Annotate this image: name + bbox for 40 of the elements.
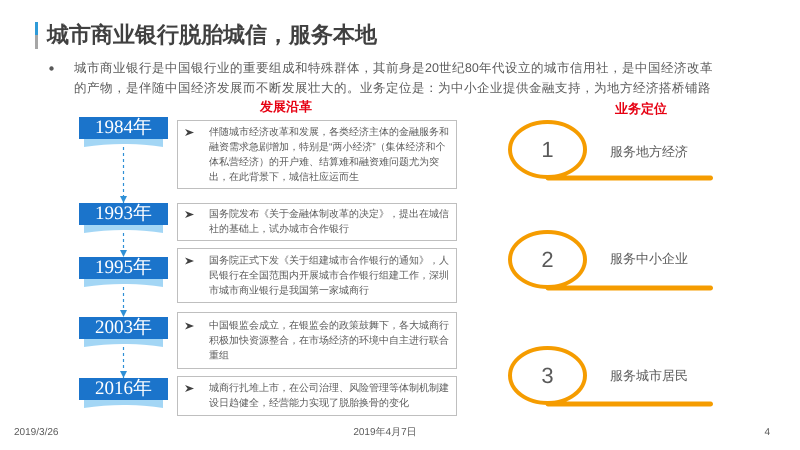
- description-text: 伴随城市经济改革和发展，各类经济主体的金融服务和融资需求急剧增加，特别是“两小经济”（集体经济和个体私营经济）的开户难、结算难和融资难问题尤为突出，在此背景下，城信社应运而生: [209, 126, 450, 184]
- year-text: 2016年: [94, 378, 153, 400]
- section-heading: 业务定位: [614, 100, 668, 118]
- year-text: 1995年: [94, 257, 153, 279]
- description-box: [177, 120, 457, 189]
- description-box: [177, 376, 457, 416]
- year-banner: [79, 117, 168, 147]
- year-banner: [79, 317, 168, 347]
- year-text: 1993年: [94, 203, 153, 225]
- description-text: 中国银监会成立，在银监会的政策鼓舞下，各大城商行积极加快资源整合，在市场经济的环境中自主进行联合重组: [209, 319, 450, 363]
- circle-number: 3: [541, 364, 554, 388]
- description-box: [177, 312, 457, 369]
- number-circle: [508, 346, 587, 405]
- slide-title: 城市商业银行脱胎城信，服务本地: [47, 21, 377, 49]
- description-text: 国务院发布《关于金融体制改革的决定》，提出在城信社的基础上，试办城市合作银行: [209, 208, 450, 237]
- dashed-arrow: [120, 147, 127, 203]
- description-box: [177, 248, 457, 303]
- page-number: 4: [763, 426, 770, 440]
- description-box: [177, 203, 457, 241]
- year-banner: [79, 378, 168, 408]
- footer-date: 2019/3/26: [14, 426, 60, 440]
- number-circle: [508, 230, 587, 289]
- dashed-arrow: [120, 347, 127, 378]
- number-circle: [508, 120, 587, 179]
- intro-paragraph: 城市商业银行是中国银行业的重要组成和特殊群体，其前身是20世纪80年代设立的城市信用社，是中国经济改革的产物，是伴随中国经济发展而不断发展壮大的。业务定位是：为中小企业提供金融支持，为地方经济搭桥铺路: [74, 60, 714, 97]
- circle-number: 1: [541, 138, 554, 162]
- service-label: 服务地方经济: [610, 143, 688, 161]
- service-label: 服务城市居民: [610, 367, 688, 385]
- year-banner: [79, 203, 168, 233]
- description-text: 国务院正式下发《关于组建城市合作银行的通知》，人民银行在全国范围内开展城市合作银行组建工作，深圳市城市商业银行是我国第一家城商行: [209, 254, 450, 298]
- description-text: 城商行扎堆上市，在公司治理、风险管理等体制机制建设日趋健全，经营能力实现了脱胎换骨的变化: [209, 382, 450, 411]
- service-label: 服务中小企业: [610, 250, 688, 268]
- circle-number: 2: [541, 248, 554, 272]
- year-text: 1984年: [94, 117, 153, 139]
- dashed-arrow: [120, 233, 127, 257]
- year-text: 2003年: [94, 317, 153, 339]
- year-banner: [79, 257, 168, 287]
- footer-date: 2019年4月7日: [352, 426, 418, 440]
- dashed-arrow: [120, 287, 127, 317]
- section-heading: 发展沿革: [258, 98, 313, 116]
